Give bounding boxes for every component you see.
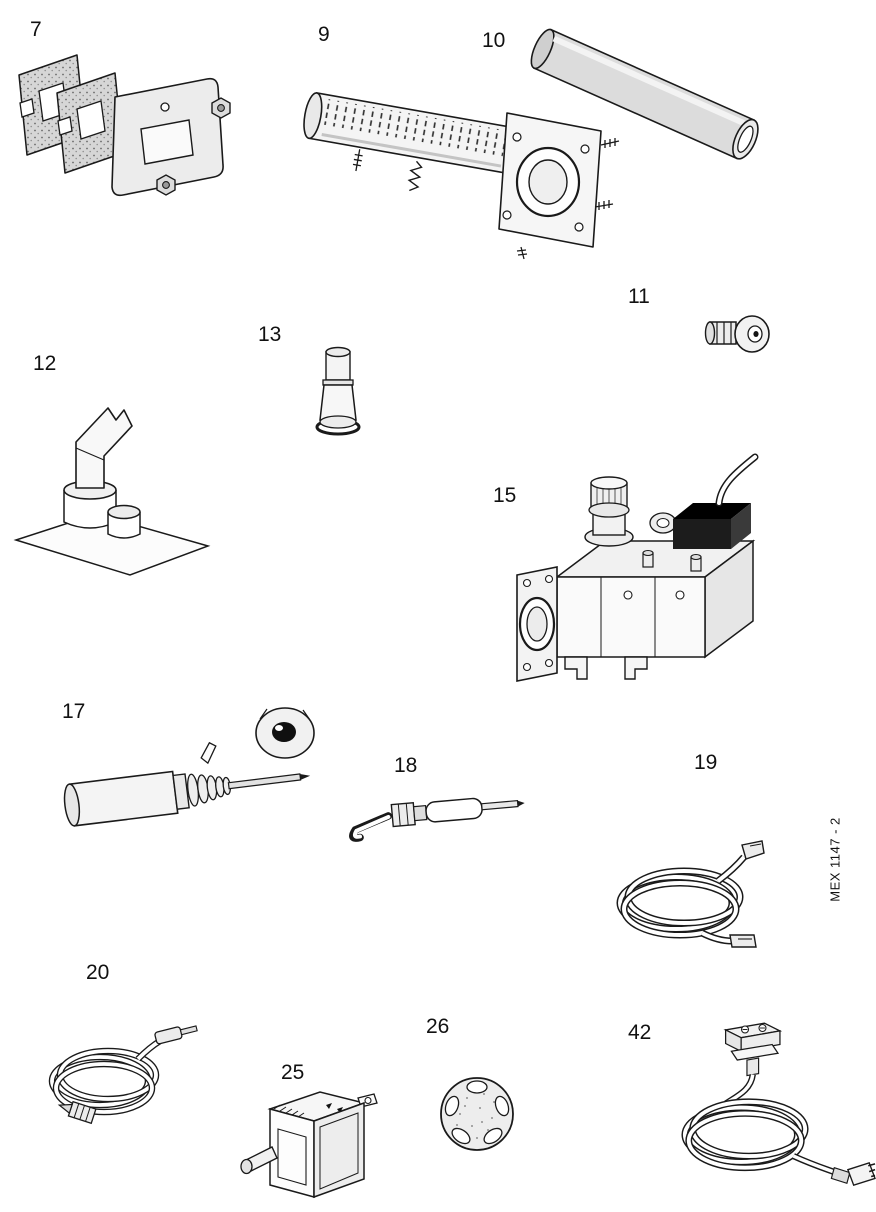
spade-terminal <box>729 934 757 948</box>
part-15-drawing <box>516 453 759 682</box>
part-7-drawing <box>18 54 231 197</box>
part-9-drawing <box>303 92 620 260</box>
part-26-label: 26 <box>426 1015 450 1038</box>
part-18-label: 18 <box>394 754 418 777</box>
solenoid-block <box>673 503 751 519</box>
part-20: 20 <box>30 962 200 1140</box>
reference-code: MEX 1147 - 2 <box>827 817 843 902</box>
part-11-label: 11 <box>628 285 650 308</box>
part-42-drawing <box>681 1022 876 1187</box>
part-42-label: 42 <box>628 1021 652 1044</box>
spade-terminal <box>741 840 765 860</box>
part-17-label: 17 <box>62 700 86 723</box>
part-19-drawing <box>616 840 765 948</box>
part-9-label: 9 <box>318 23 330 46</box>
part-13-label: 13 <box>258 323 282 346</box>
part-26: 26 <box>426 1016 522 1158</box>
part-19-label: 19 <box>694 751 718 774</box>
part-25-drawing <box>240 1091 378 1199</box>
part-18: 18 <box>345 755 530 850</box>
part-20-label: 20 <box>86 961 110 984</box>
part-12-label: 12 <box>33 352 57 375</box>
part-25: 25 <box>240 1062 380 1210</box>
part-12: 12 <box>12 353 212 585</box>
part-17-drawing <box>63 707 315 827</box>
part-19: 19 <box>598 752 768 955</box>
part-7-label: 7 <box>30 18 42 41</box>
part-17: 17 <box>60 695 330 845</box>
part-7: 7 <box>15 19 245 235</box>
part-15: 15 <box>493 425 765 695</box>
part-26-drawing <box>440 1077 514 1151</box>
part-10: 10 <box>482 20 780 160</box>
part-13: 13 <box>258 324 375 450</box>
part-25-label: 25 <box>281 1061 305 1084</box>
part-11: 11 <box>628 286 780 370</box>
part-12-drawing <box>13 407 211 576</box>
part-13-drawing <box>315 346 361 436</box>
plug-connector <box>846 1162 876 1187</box>
part-10-drawing <box>530 28 759 160</box>
part-11-drawing <box>704 315 770 353</box>
part-15-label: 15 <box>493 484 517 507</box>
part-42: 42 <box>628 1020 876 1200</box>
part-18-drawing <box>349 797 525 842</box>
part-10-label: 10 <box>482 29 506 52</box>
part-20-drawing <box>48 1025 198 1125</box>
part-9: 9 <box>295 24 625 260</box>
